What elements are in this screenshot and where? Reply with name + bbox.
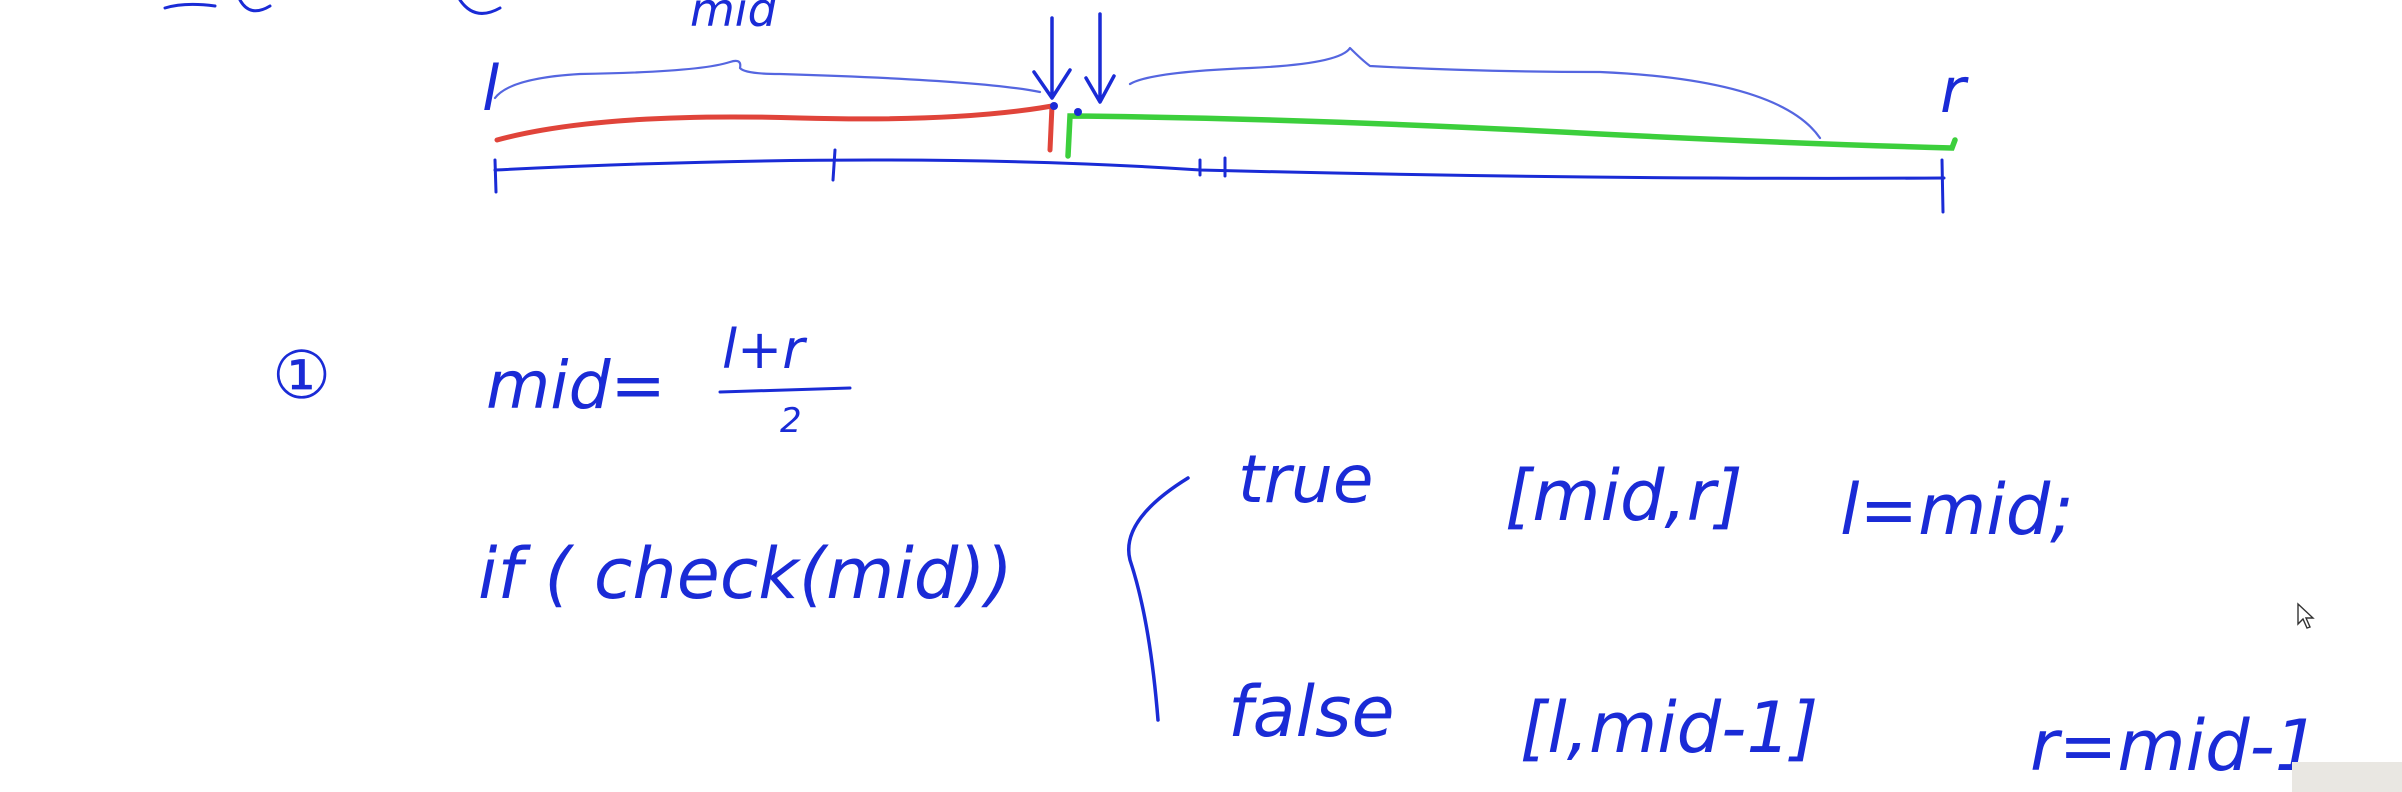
top-stroke-1 bbox=[163, 2, 217, 10]
condition-text: if ( check(mid)) bbox=[478, 533, 1013, 615]
braces bbox=[493, 46, 1822, 140]
true-interval: [mid,r] bbox=[1505, 455, 1743, 537]
fraction-bar bbox=[718, 386, 852, 394]
false-label: false bbox=[1228, 671, 1395, 753]
cursor-icon bbox=[2297, 602, 2315, 629]
number-line-axis bbox=[493, 158, 1946, 180]
left-brace bbox=[493, 59, 1042, 100]
condition-section: if ( check(mid)) bbox=[478, 533, 1013, 615]
branch-bracket bbox=[1127, 476, 1190, 722]
branch-false: false [l,mid-1] r=mid-1 bbox=[1228, 671, 2319, 787]
right-brace bbox=[1128, 46, 1822, 140]
formula-numerator: l+r bbox=[722, 318, 807, 381]
right-segment-green bbox=[1065, 113, 1958, 159]
tick-right bbox=[1940, 158, 1945, 214]
false-action: r=mid-1 bbox=[2030, 705, 2319, 787]
formula-section: ① mid= l+r 2 bbox=[272, 318, 852, 441]
tick-left bbox=[493, 158, 498, 194]
left-segment-red bbox=[494, 103, 1055, 153]
branch-true: true [mid,r] l=mid; bbox=[1238, 441, 2074, 551]
arrow-down-right bbox=[1084, 12, 1116, 104]
formula-denominator: 2 bbox=[780, 401, 802, 441]
right-label-r: r bbox=[1940, 54, 1969, 127]
mid-dot-right bbox=[1074, 108, 1082, 116]
step-marker: ① bbox=[272, 337, 331, 414]
tick-quarter bbox=[831, 148, 837, 182]
true-action: l=mid; bbox=[1840, 469, 2074, 551]
top-stroke-3 bbox=[458, 0, 502, 15]
arrow-down-left bbox=[1032, 16, 1072, 100]
mid-dot-left bbox=[1050, 102, 1058, 110]
mid-label-top: mid bbox=[690, 0, 778, 37]
formula-lhs: mid= bbox=[486, 347, 666, 424]
true-label: true bbox=[1238, 441, 1373, 518]
top-partial-writing: mid bbox=[163, 0, 778, 37]
false-interval: [l,mid-1] bbox=[1520, 687, 1818, 769]
left-label-l: l bbox=[482, 52, 499, 125]
top-stroke-2 bbox=[238, 0, 272, 13]
corner-panel bbox=[2292, 762, 2402, 792]
number-line: l r bbox=[482, 12, 1969, 214]
